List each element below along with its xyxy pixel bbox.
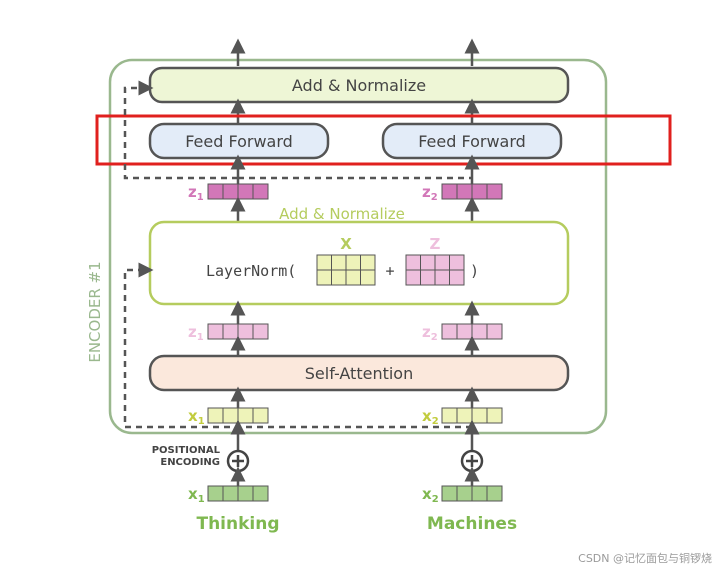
x1-embedding-vector	[207, 485, 269, 502]
layernorm-prefix: LayerNorm(	[206, 262, 296, 280]
self-attention-box	[148, 354, 570, 392]
encoder-label: ENCODER #1	[86, 261, 104, 362]
encoder-box	[108, 58, 608, 435]
z1-mid-label: z1	[188, 323, 204, 343]
word-machines: Machines	[427, 514, 517, 534]
x2-input-vector	[441, 407, 503, 424]
layernorm-suffix: )	[470, 262, 479, 280]
highlight-box	[95, 114, 672, 166]
z2-mid-label: z2	[422, 323, 438, 343]
positional-encoding-plus-left	[226, 449, 250, 473]
watermark: CSDN @记忆面包与铜锣烧	[578, 551, 712, 565]
positional-encoding-plus-right	[460, 449, 484, 473]
feed-forward-left-label: Feed Forward	[185, 132, 293, 151]
layernorm-x-label: X	[340, 235, 352, 253]
x2-embedding-vector	[441, 485, 503, 502]
top-add-normalize-label: Add & Normalize	[292, 76, 426, 95]
x1-input-vector	[207, 407, 269, 424]
z1-mid-vector	[207, 323, 269, 340]
layernorm-x-matrix	[316, 254, 376, 286]
layernorm-plus: +	[385, 262, 394, 280]
mid-add-normalize-label: Add & Normalize	[279, 205, 405, 223]
z2-top-label: z2	[422, 183, 438, 203]
z2-top-vector	[441, 183, 503, 200]
layernorm-z-matrix	[405, 254, 465, 286]
word-thinking: Thinking	[196, 514, 279, 534]
feed-forward-right-label: Feed Forward	[418, 132, 526, 151]
layernorm-z-label: Z	[430, 235, 441, 253]
x1-input-label: x1	[188, 407, 205, 427]
positional-encoding-label-line1: POSITIONAL	[152, 445, 221, 456]
z1-top-vector	[207, 183, 269, 200]
positional-encoding-label-line2: ENCODING	[160, 457, 220, 468]
x2-embedding-label: x2	[422, 485, 439, 505]
residual-path-feed-forward	[123, 80, 238, 180]
x1-embedding-label: x1	[188, 485, 205, 505]
z2-mid-vector	[441, 323, 503, 340]
x2-input-label: x2	[422, 407, 439, 427]
z1-top-label: z1	[188, 183, 204, 203]
self-attention-label: Self-Attention	[305, 364, 413, 383]
